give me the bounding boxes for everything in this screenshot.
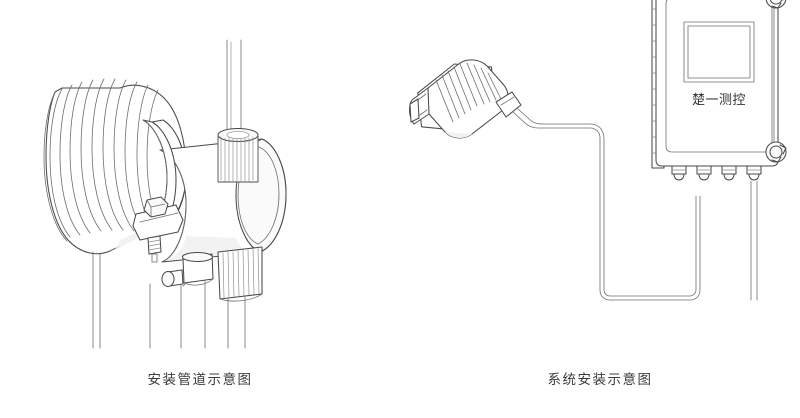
caption-system-installation: 系统安装示意图 bbox=[547, 372, 653, 388]
caption-pipe-installation: 安装管道示意图 bbox=[147, 372, 253, 388]
brand-label: 楚一测控 bbox=[692, 93, 746, 108]
system-installation-drawing: 楚一测控 bbox=[409, 0, 787, 301]
controller-enclosure: 楚一测控 bbox=[651, 0, 787, 301]
hinge-latch-bottom[interactable] bbox=[765, 141, 787, 163]
upper-knurled-collar bbox=[217, 127, 259, 183]
output-cable bbox=[750, 180, 758, 301]
cable-gland-2 bbox=[696, 165, 712, 181]
panel-system-installation: 楚一测控 bbox=[400, 0, 800, 418]
vertical-rods bbox=[92, 251, 246, 349]
cable-gland-3 bbox=[721, 165, 737, 181]
lower-rod-sleeve bbox=[181, 251, 214, 286]
cable-gland-4 bbox=[746, 165, 762, 181]
sensor-cable bbox=[512, 107, 701, 301]
clamp-bolt bbox=[132, 196, 184, 263]
upper-vertical-rod bbox=[226, 39, 242, 138]
finned-sensor-probe bbox=[409, 59, 522, 139]
hinge-latch-top[interactable] bbox=[765, 0, 787, 9]
cable-gland-1 bbox=[671, 165, 687, 181]
display-screen bbox=[687, 25, 751, 79]
pipe-installation-drawing bbox=[43, 39, 287, 349]
pipe-side-nipple bbox=[161, 269, 188, 288]
cable-glands bbox=[671, 165, 762, 181]
panel-pipe-installation: 安装管道示意图 bbox=[43, 39, 287, 388]
lower-knurled-collar bbox=[217, 246, 263, 302]
